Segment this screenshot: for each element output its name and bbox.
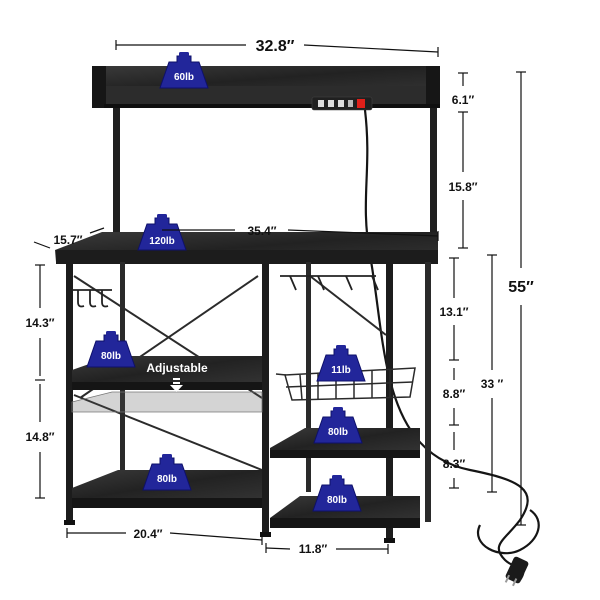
middle-back-leg [306,262,311,492]
dimension-top-width: 32.8″ [256,38,295,55]
dimension-depth: 15.7″ [53,233,82,247]
dimension-hutch-top: 6.1″ [452,93,475,107]
dimension-bottom-left: 20.4″ [133,527,162,541]
hutch-left-post [113,90,120,240]
right-back-leg [425,262,431,522]
dimension-right-middle: 8.8″ [443,387,466,401]
dimension-total-height: 55″ [508,279,534,296]
adjustable-shelf-outline [71,391,263,413]
dimension-right-total: 33 ″ [481,377,504,391]
dimension-desk-width: 35.4″ [247,224,276,238]
weight-badge-basket: 11lb [316,344,366,382]
left-front-leg [66,262,73,524]
dimension-hutch-bottom: 15.8″ [448,180,477,194]
dimension-left-lower: 14.8″ [25,430,54,444]
weight-badge-left-shelf: 80lb [86,330,136,368]
weight-badge-top: 60lb [159,51,209,89]
dimension-left-upper: 14.3″ [25,316,54,330]
top-shelf [92,66,440,108]
svg-text:60lb: 60lb [174,72,194,83]
dimension-right-lower: 8.3″ [443,457,466,471]
middle-leg [262,262,269,537]
dimension-bottom-right: 11.8″ [299,542,328,556]
dimension-right-upper: 13.1″ [439,305,468,319]
bakers-rack [55,66,540,587]
weight-badge-desktop: 120lb [137,213,187,251]
weight-badge-right-shelf: 80lb [313,406,363,444]
svg-text:80lb: 80lb [157,474,177,485]
hook-rail [72,275,379,308]
power-strip [311,96,373,111]
svg-text:80lb: 80lb [328,427,348,438]
weight-badge-bottom-right: 80lb [312,474,362,512]
power-cord-loop [476,509,540,555]
adjustable-label: Adjustable [146,361,208,375]
power-switch [357,99,365,108]
svg-text:120lb: 120lb [149,236,175,247]
right-front-leg [386,262,393,542]
svg-text:11lb: 11lb [331,365,350,376]
weight-badge-bottom-left: 80lb [142,453,192,491]
svg-text:80lb: 80lb [101,351,121,362]
svg-text:80lb: 80lb [327,495,347,506]
down-arrow-icon [170,378,183,392]
plug-icon [504,556,529,587]
hutch-right-post [430,90,437,240]
